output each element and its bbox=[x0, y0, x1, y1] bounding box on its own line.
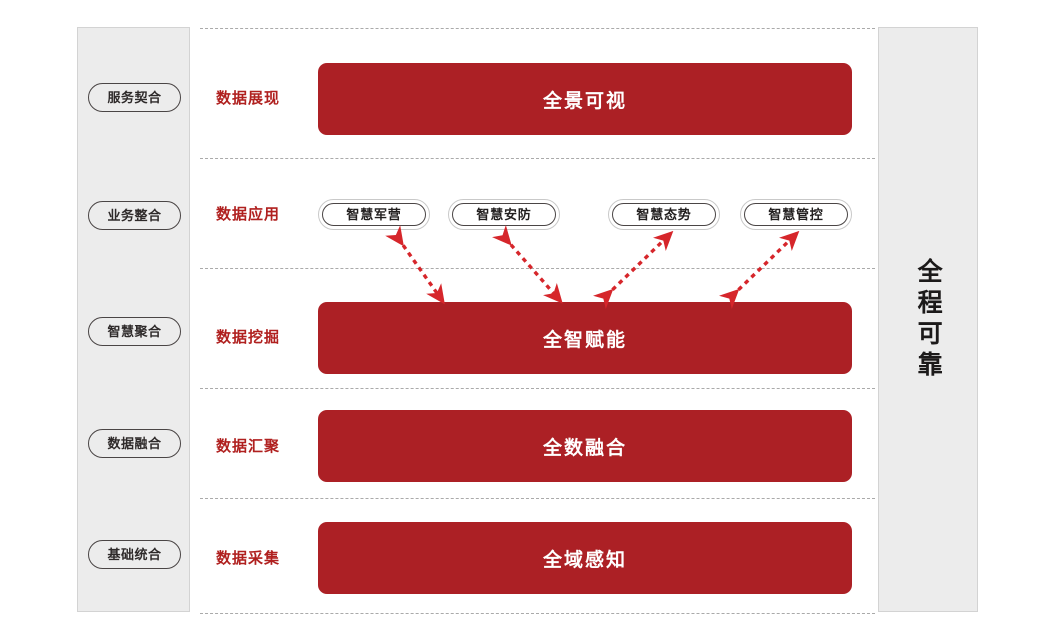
stage-label-aggregation: 数据汇聚 bbox=[216, 438, 281, 455]
stage-label-application: 数据应用 bbox=[216, 206, 281, 223]
right-reliability-panel bbox=[878, 27, 978, 612]
capability-pill-business-label: 业务整合 bbox=[107, 208, 162, 223]
capability-pill-data[interactable]: 数据融合 bbox=[88, 429, 181, 458]
stage-label-collection: 数据采集 bbox=[216, 550, 281, 567]
capability-pill-foundation-label: 基础统合 bbox=[107, 547, 162, 562]
app-pill-smart-barracks-label: 智慧军营 bbox=[322, 203, 426, 226]
app-pill-smart-barracks[interactable]: 智慧军营 bbox=[318, 199, 430, 230]
app-pill-smart-control[interactable]: 智慧管控 bbox=[740, 199, 852, 230]
capability-pill-data-label: 数据融合 bbox=[107, 436, 162, 451]
capability-bar-full-data-fusion[interactable]: 全数融合 bbox=[318, 410, 852, 482]
app-pill-smart-situation[interactable]: 智慧态势 bbox=[608, 199, 720, 230]
capability-bar-full-intelligence-enablement[interactable]: 全智赋能 bbox=[318, 302, 852, 374]
arrow-smart-barracks bbox=[385, 225, 445, 305]
separator-presentation-application bbox=[200, 158, 875, 159]
app-pill-smart-control-label: 智慧管控 bbox=[744, 203, 848, 226]
separator-application-mining bbox=[200, 268, 875, 269]
stage-label-mining: 数据挖掘 bbox=[216, 329, 281, 346]
capability-pill-business[interactable]: 业务整合 bbox=[88, 201, 181, 230]
left-capability-panel: 服务契合 业务整合 智慧聚合 数据融合 基础统合 bbox=[77, 27, 190, 612]
stage-label-presentation: 数据展现 bbox=[216, 90, 281, 107]
arrow-smart-situation bbox=[593, 230, 674, 309]
reliability-banner-label: 全程可靠 bbox=[914, 257, 943, 382]
arrow-smart-security bbox=[492, 225, 563, 304]
reliability-banner: 全程可靠 bbox=[878, 27, 978, 612]
capability-bar-full-domain-sensing[interactable]: 全域感知 bbox=[318, 522, 852, 594]
capability-bar-panoramic-visibility[interactable]: 全景可视 bbox=[318, 63, 852, 135]
capability-pill-intelligence[interactable]: 智慧聚合 bbox=[88, 317, 181, 346]
capability-pill-service-label: 服务契合 bbox=[107, 90, 162, 105]
capability-pill-intelligence-label: 智慧聚合 bbox=[107, 324, 162, 339]
separator-aggregation-collection bbox=[200, 498, 875, 499]
app-pill-smart-security-label: 智慧安防 bbox=[452, 203, 556, 226]
separator-top bbox=[200, 28, 875, 29]
arrow-smart-control bbox=[719, 230, 800, 309]
app-pill-smart-situation-label: 智慧态势 bbox=[612, 203, 716, 226]
separator-bottom bbox=[200, 613, 875, 614]
separator-mining-aggregation bbox=[200, 388, 875, 389]
capability-pill-service[interactable]: 服务契合 bbox=[88, 83, 181, 112]
capability-pill-foundation[interactable]: 基础统合 bbox=[88, 540, 181, 569]
app-pill-smart-security[interactable]: 智慧安防 bbox=[448, 199, 560, 230]
